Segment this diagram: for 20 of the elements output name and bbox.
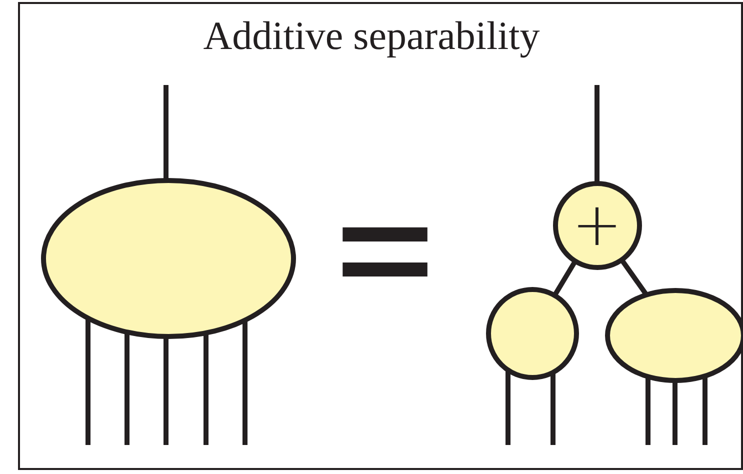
connector-line xyxy=(164,336,168,445)
connector-line xyxy=(86,318,90,445)
diagram-title: Additive separability xyxy=(202,12,541,59)
connector-line xyxy=(646,376,650,445)
connector-line xyxy=(672,380,678,445)
connector-line xyxy=(242,319,248,445)
connector-line xyxy=(550,372,556,445)
connector-line xyxy=(124,332,130,445)
connector-line xyxy=(619,258,648,296)
circle-node xyxy=(486,286,578,380)
equals-sign: = xyxy=(334,185,436,315)
connector-line xyxy=(204,332,208,445)
connector-line xyxy=(552,260,578,297)
plus-sign: + xyxy=(570,195,624,255)
connector-line xyxy=(506,370,510,445)
connector-line xyxy=(594,85,600,183)
circle-node xyxy=(552,180,642,270)
ellipse-node xyxy=(40,178,296,338)
connector-line xyxy=(164,85,168,180)
connector-line xyxy=(702,375,708,445)
